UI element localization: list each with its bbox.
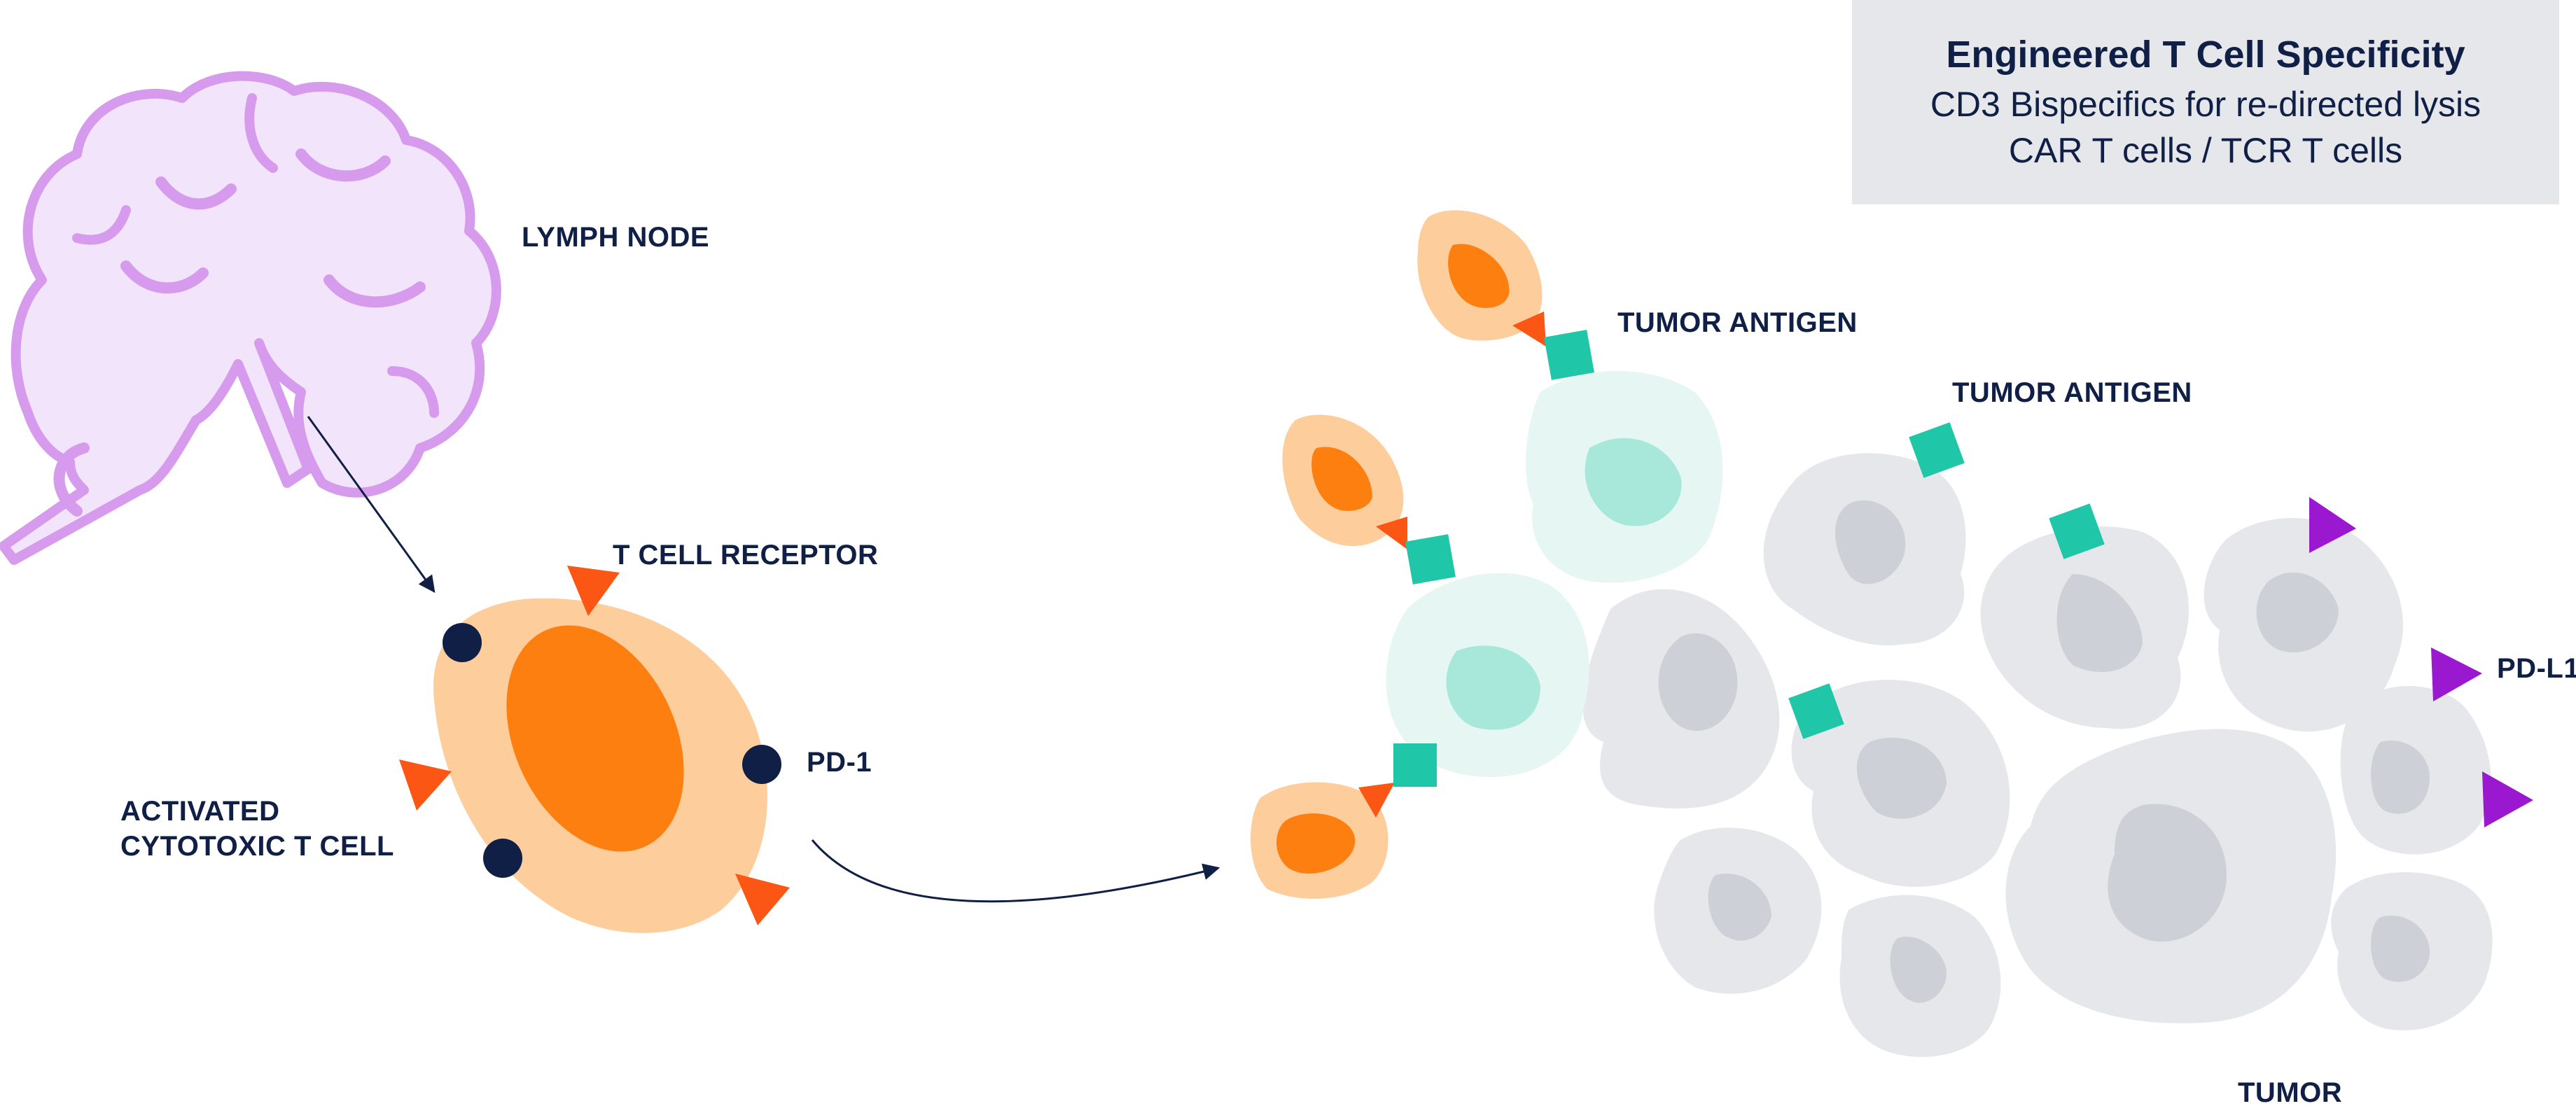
tumor-nucleus bbox=[2256, 572, 2339, 652]
label-pd1: PD-1 bbox=[807, 747, 872, 778]
tumor-antigen-square bbox=[1788, 683, 1844, 739]
info-box-line-2: CAR T cells / TCR T cells bbox=[2009, 131, 2402, 170]
tcr-triangle bbox=[1358, 783, 1395, 818]
tumor-antigen-square bbox=[1405, 534, 1456, 584]
info-box: Engineered T Cell Specificity CD3 Bispec… bbox=[1852, 0, 2559, 204]
tumor-mass bbox=[1582, 453, 2493, 1057]
label-activated-line-1: ACTIVATED bbox=[120, 796, 279, 827]
activated-t-cell bbox=[399, 566, 790, 933]
pdl1-ligands bbox=[2309, 497, 2533, 827]
tumor-nucleus bbox=[2371, 916, 2430, 982]
label-tumor-antigen-1: TUMOR ANTIGEN bbox=[1617, 307, 1858, 338]
tumor-nucleus bbox=[1890, 937, 1947, 1003]
tumor-antigen-square bbox=[2049, 503, 2105, 559]
info-box-title: Engineered T Cell Specificity bbox=[1946, 34, 2465, 76]
tcr-triangle bbox=[735, 874, 790, 925]
tcr-triangle bbox=[1376, 517, 1407, 550]
label-lymph-node: LYMPH NODE bbox=[522, 222, 709, 253]
tumor-nucleus bbox=[1856, 737, 1947, 819]
pd1-receptor bbox=[742, 745, 781, 784]
t-cell-nucleus bbox=[506, 625, 684, 852]
arrow-tcell-to-tumor bbox=[811, 839, 1220, 903]
tumor-nucleus bbox=[2371, 741, 2430, 814]
pd1-receptor bbox=[443, 623, 482, 662]
targeted-nucleus bbox=[1446, 645, 1540, 730]
label-pdl1: PD-L1 bbox=[2497, 653, 2576, 684]
info-box-line-1: CD3 Bispecifics for re-directed lysis bbox=[1930, 85, 2481, 124]
tumor-nucleus bbox=[1658, 633, 1738, 732]
targeted-nucleus bbox=[1585, 438, 1682, 526]
tumor-nucleus bbox=[1835, 500, 1906, 584]
engineered-t-cell-nucleus bbox=[1276, 813, 1356, 874]
tumor-nucleus bbox=[2108, 804, 2227, 942]
pdl1-triangle bbox=[2482, 771, 2533, 827]
tumor-antigen-square bbox=[1393, 743, 1437, 787]
label-tumor: TUMOR bbox=[2238, 1077, 2342, 1106]
tcr-triangle bbox=[567, 566, 620, 616]
tumor-antigen-square bbox=[1544, 330, 1594, 380]
tcr-triangle bbox=[399, 760, 452, 811]
tumor-antigens bbox=[1393, 330, 2105, 787]
label-activated-line-2: CYTOTOXIC T CELL bbox=[120, 831, 394, 862]
label-t-cell-receptor: T CELL RECEPTOR bbox=[613, 540, 878, 570]
lymph-node-illustration bbox=[0, 71, 501, 565]
pdl1-triangle bbox=[2309, 497, 2356, 553]
tumor-nucleus bbox=[2056, 574, 2143, 672]
engineered-t-cell-nucleus bbox=[1448, 244, 1510, 308]
arrow-lymph-to-tcell bbox=[307, 416, 436, 593]
pdl1-triangle bbox=[2431, 648, 2482, 701]
label-tumor-antigen-2: TUMOR ANTIGEN bbox=[1952, 377, 2192, 408]
targeted-tumor-cells bbox=[1386, 371, 1723, 777]
tcr-triangle bbox=[1512, 312, 1546, 346]
pd1-receptor bbox=[483, 839, 522, 878]
lymph-node-body bbox=[0, 71, 501, 565]
tumor-antigen-square bbox=[1909, 422, 1965, 478]
engineered-t-cell-nucleus bbox=[1311, 447, 1372, 511]
tumor-nucleus bbox=[1708, 874, 1771, 941]
engineered-t-cells bbox=[1251, 210, 1546, 899]
